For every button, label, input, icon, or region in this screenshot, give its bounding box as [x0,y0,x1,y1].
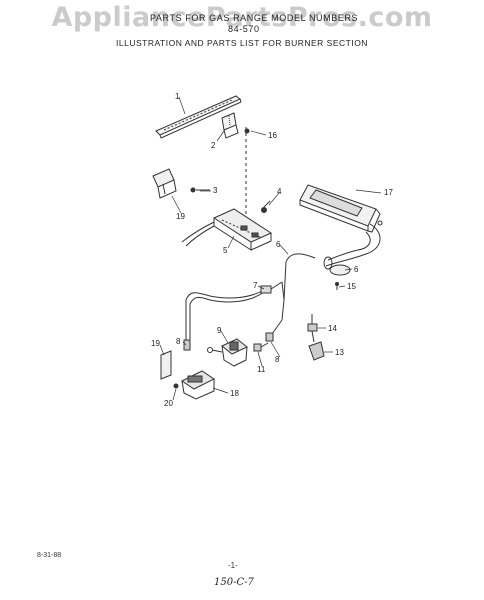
part-15-screw [335,282,339,290]
footer-date: 8-31-88 [37,552,62,559]
part-13-igniter [308,330,325,361]
watermark: AppliancePartsPros.com [51,2,433,33]
part-9-valve [207,338,248,367]
header-line1: PARTS FOR GAS RANGE MODEL NUMBERS [150,13,359,23]
part-1-bar [155,95,242,139]
callout-17: 17 [384,188,393,197]
part-11-fitting [253,342,269,352]
part-19-plate-lower [160,350,172,380]
callout-13: 13 [335,348,344,357]
part-20-screw [173,383,179,389]
part-16-screw [244,128,250,134]
part-3-screw [190,187,210,193]
callout-18: 18 [230,389,239,398]
part-5-burner [181,208,273,251]
part-19-bracket-upper [152,168,177,199]
callout-15: 15 [347,282,356,291]
callout-7: 7 [253,281,258,290]
callout-3: 3 [213,186,218,195]
callout-16: 16 [268,131,277,140]
part-2-bracket [221,112,239,139]
part-7-tube [185,281,285,340]
header-title: ILLUSTRATION AND PARTS LIST FOR BURNER S… [116,38,368,48]
footer-page-number: -1- [228,561,238,570]
part-8-fitting-left [183,339,191,351]
header-model-number: 84-570 [228,24,260,34]
callout-2: 2 [211,141,216,150]
callout-14: 14 [328,324,337,333]
callout-1: 1 [175,92,180,101]
callout-20: 20 [164,399,173,408]
callout-4: 4 [277,187,282,196]
part-4-screw [261,200,271,213]
callout-6-lower: 6 [354,265,359,274]
callout-9: 9 [217,326,222,335]
callout-labels: 1 2 16 3 4 17 19 5 6 6 15 7 9 8 14 19 11… [151,92,393,408]
leader-lines [159,96,382,401]
part-6-tube [283,253,316,301]
callout-11: 11 [257,365,266,374]
footer-handwritten-note: 150-C-7 [214,577,254,588]
part-14-fitting [307,314,318,332]
part-8-fitting-right [265,332,274,342]
part-6-cap [329,264,351,276]
callout-5: 5 [223,246,228,255]
part-17-burner-assembly [299,184,383,270]
callout-8-left: 8 [176,337,181,346]
part-18-control [181,370,215,400]
callout-19-upper: 19 [176,212,185,221]
callout-6-upper: 6 [276,240,281,249]
callout-8-right: 8 [275,355,280,364]
callout-19-lower: 19 [151,339,160,348]
